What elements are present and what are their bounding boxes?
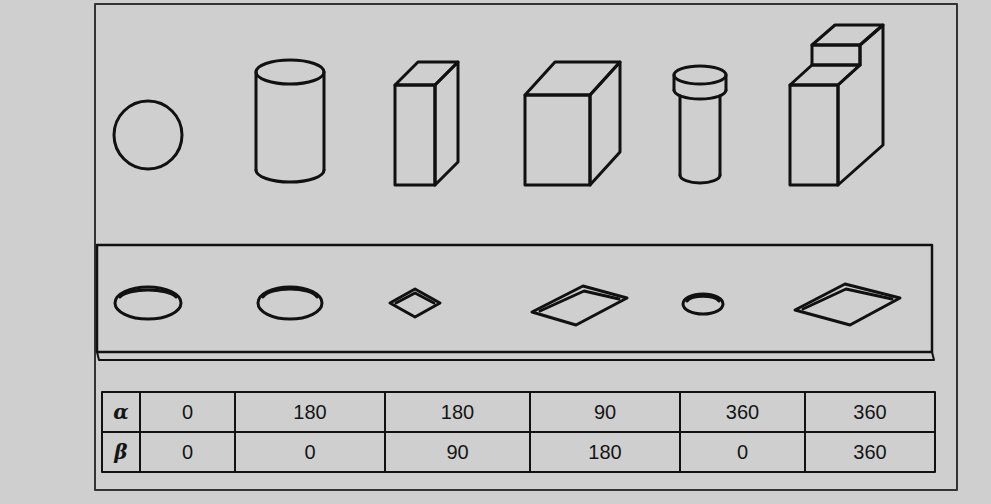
- table-cell: 0: [237, 434, 383, 470]
- angle-value: 360: [853, 441, 886, 464]
- row-header: α: [104, 394, 138, 430]
- angle-value: 0: [737, 441, 748, 464]
- table-cell: 180: [237, 394, 383, 430]
- table-cell: 90: [387, 434, 528, 470]
- table-cell: 360: [682, 394, 803, 430]
- angle-value: 360: [726, 401, 759, 424]
- angle-value: 0: [182, 401, 193, 424]
- angle-symbol: β: [114, 440, 127, 464]
- angle-value: 0: [304, 441, 315, 464]
- angle-value: 0: [182, 441, 193, 464]
- angle-value: 180: [588, 441, 621, 464]
- table-cell: 180: [532, 434, 678, 470]
- angle-value: 360: [853, 401, 886, 424]
- angle-value: 180: [441, 401, 474, 424]
- table-cell: 360: [807, 394, 933, 430]
- table-cell: 180: [387, 394, 528, 430]
- angle-symbol: α: [113, 400, 128, 424]
- table-cell: 0: [142, 434, 233, 470]
- table-cell: 0: [142, 394, 233, 430]
- table-cell: 360: [807, 434, 933, 470]
- angle-value: 90: [446, 441, 468, 464]
- row-header: β: [104, 434, 138, 470]
- angle-value: 90: [594, 401, 616, 424]
- angle-value: 180: [293, 401, 326, 424]
- table-cell: 90: [532, 394, 678, 430]
- table-cell: 0: [682, 434, 803, 470]
